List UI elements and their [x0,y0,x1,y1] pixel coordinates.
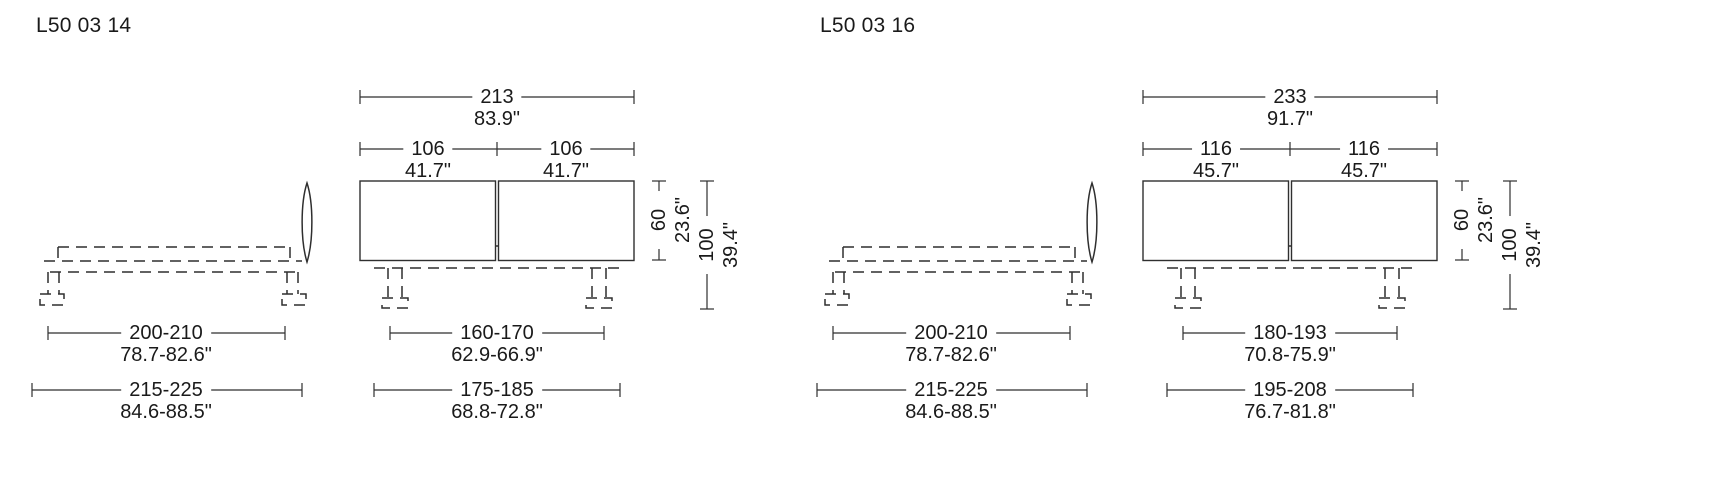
dim-value-inches: 83.9" [473,108,521,130]
dim-overall-length-range: 215-225 84.6-88.5" [905,379,997,423]
dim-value-cm: 116 [1192,138,1240,160]
dim-value-inches: 39.4" [1522,215,1546,275]
dim-bed-length-range: 200-210 78.7-82.6" [905,322,997,366]
diagram-model-l50-03-16: L50 03 16 233 91.7" 116 45.7" 116 45.7" … [785,0,1713,502]
dim-overall-length-range: 215-225 84.6-88.5" [120,379,212,423]
dim-panel-width-right: 106 41.7" [541,138,591,182]
dim-value-cm: 100 [695,215,719,275]
dim-value-cm: 213 [472,86,522,108]
dim-value-cm: 200-210 [906,322,996,344]
dim-value-cm: 175-185 [452,379,542,401]
dim-value-cm: 215-225 [121,379,211,401]
dim-value-cm: 106 [541,138,591,160]
dim-value-inches: 68.8-72.8" [451,401,543,423]
dim-value-cm: 160-170 [452,322,542,344]
dim-value-cm: 60 [1450,190,1474,250]
right-diagram-art [816,90,1517,397]
dim-value-inches: 84.6-88.5" [905,401,997,423]
dim-value-cm: 180-193 [1245,322,1335,344]
dim-value-inches: 78.7-82.6" [120,344,212,366]
dim-value-inches: 76.7-81.8" [1244,401,1336,423]
dim-bed-length-range: 200-210 78.7-82.6" [120,322,212,366]
dim-panel-height: 60 23.6" [1450,190,1498,250]
model-number: L50 03 14 [36,14,132,37]
dim-value-inches: 91.7" [1266,108,1314,130]
dim-value-inches: 41.7" [542,160,590,182]
dim-value-cm: 200-210 [121,322,211,344]
dim-value-cm: 215-225 [906,379,996,401]
dim-value-cm: 60 [647,190,671,250]
dim-headboard-overall-width: 213 83.9" [472,86,522,130]
dim-headboard-overall-width: 233 91.7" [1265,86,1315,130]
dim-value-inches: 41.7" [404,160,452,182]
headboard-panels [359,180,635,262]
dim-value-inches: 23.6" [1474,190,1498,250]
dim-panel-height: 60 23.6" [647,190,695,250]
dim-value-inches: 70.8-75.9" [1244,344,1336,366]
headboard-panels [1142,180,1438,262]
dim-bed-width-range: 160-170 62.9-66.9" [451,322,543,366]
dim-panel-width-left: 116 45.7" [1192,138,1240,182]
dim-value-cm: 195-208 [1245,379,1335,401]
dim-value-cm: 100 [1498,215,1522,275]
dim-value-inches: 45.7" [1192,160,1240,182]
dim-value-inches: 39.4" [719,215,743,275]
dim-bed-width-range: 180-193 70.8-75.9" [1244,322,1336,366]
dim-panel-width-left: 106 41.7" [403,138,453,182]
dim-value-inches: 45.7" [1340,160,1388,182]
dim-value-cm: 106 [403,138,453,160]
dim-panel-width-right: 116 45.7" [1340,138,1388,182]
dim-total-height: 100 39.4" [695,215,743,275]
dim-overall-width-range: 175-185 68.8-72.8" [451,379,543,423]
diagram-model-l50-03-14: L50 03 14 213 83.9" 106 41.7" 106 41.7" … [0,0,785,502]
dim-value-cm: 233 [1265,86,1315,108]
dim-value-inches: 62.9-66.9" [451,344,543,366]
dim-value-cm: 116 [1340,138,1388,160]
dim-value-inches: 78.7-82.6" [905,344,997,366]
dim-value-inches: 84.6-88.5" [120,401,212,423]
dim-value-inches: 23.6" [671,190,695,250]
model-number: L50 03 16 [820,14,916,37]
dim-overall-width-range: 195-208 76.7-81.8" [1244,379,1336,423]
dim-total-height: 100 39.4" [1498,215,1546,275]
